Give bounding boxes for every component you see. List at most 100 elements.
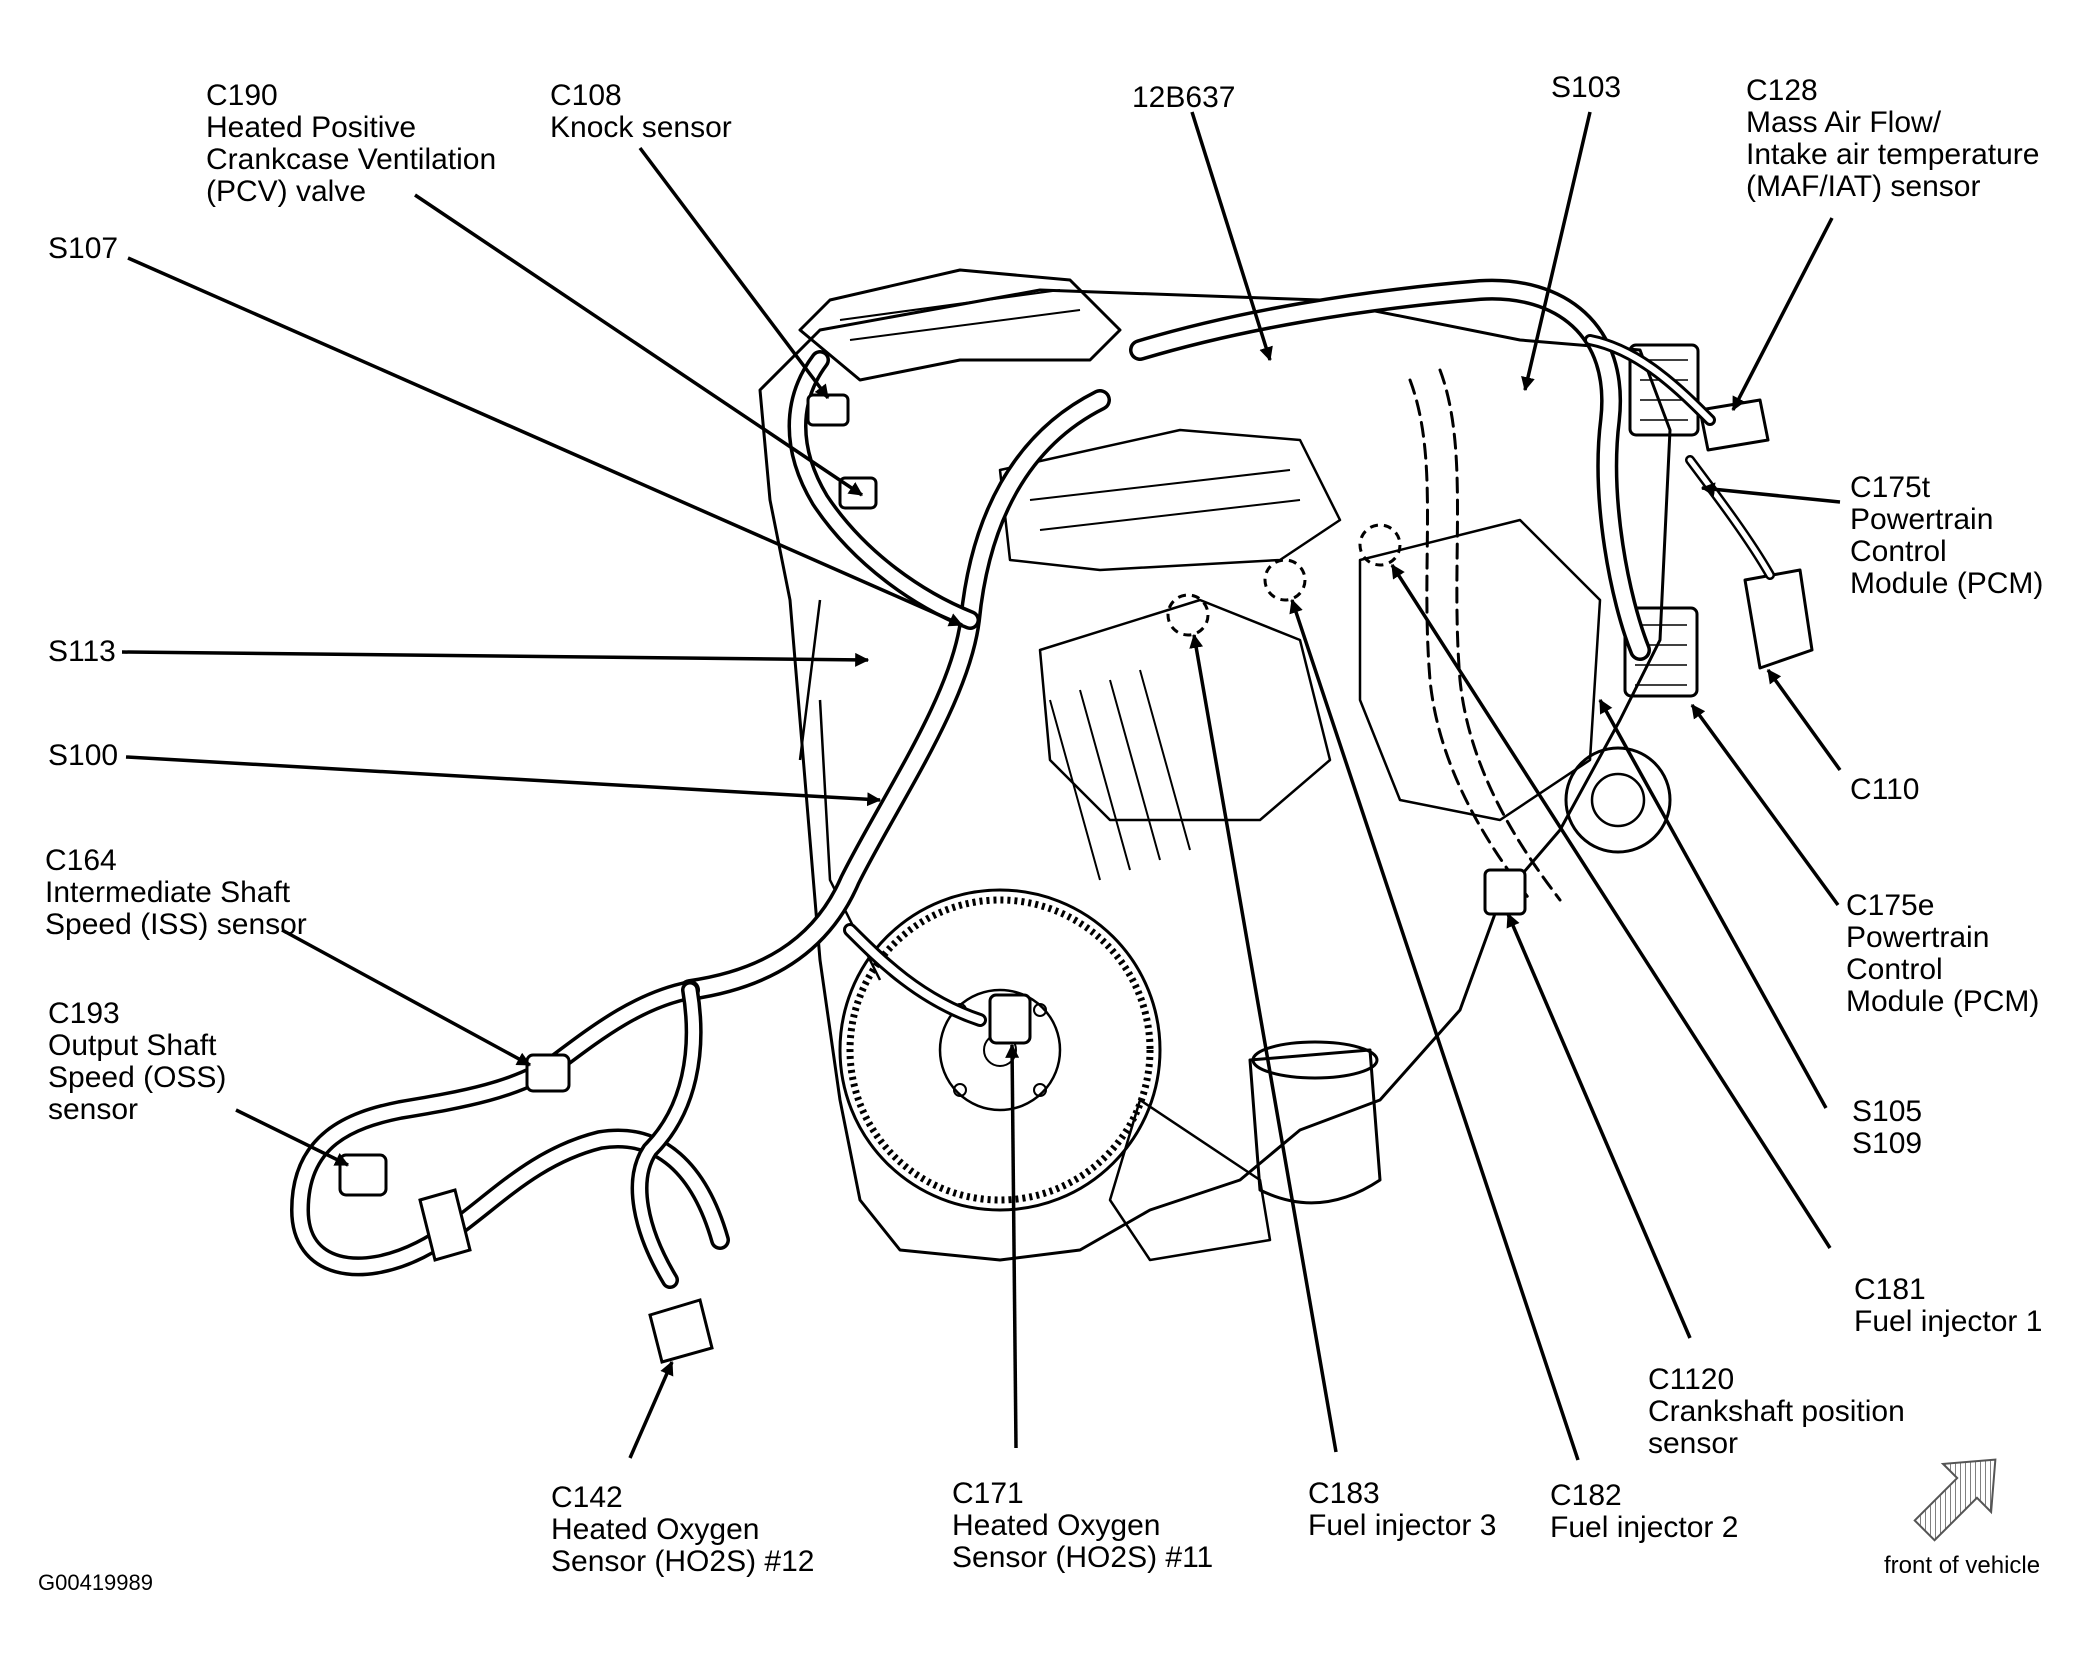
callout-line: Mass Air Flow/: [1746, 106, 1942, 139]
round-connector: [418, 1188, 472, 1262]
connector-c108: [806, 393, 850, 427]
callout-line: Intake air temperature: [1746, 138, 2040, 171]
engine-block-outline: [758, 288, 1672, 1262]
callout-line: Sensor (HO2S) #12: [551, 1545, 815, 1578]
leader-c193: [235, 1108, 350, 1167]
callout-line: Module (PCM): [1846, 985, 2040, 1018]
crank-pulley: [1564, 746, 1672, 854]
callout-line: Control: [1846, 953, 1943, 986]
leader-s100: [125, 755, 882, 807]
callout-line: C164: [45, 844, 117, 877]
pcm-connector-c175t: [1628, 343, 1700, 437]
front-of-vehicle-arrow: [1913, 1458, 1997, 1542]
leader-c108: [638, 146, 830, 400]
label-s100: S100: [48, 740, 118, 772]
callout-line: sensor: [1648, 1427, 1739, 1460]
connector-c1120: [1483, 868, 1527, 916]
callout-line: Speed (ISS) sensor: [45, 908, 307, 941]
callout-line: C183: [1308, 1477, 1380, 1510]
leader-c190: [414, 193, 863, 497]
connector-c164: [525, 1053, 571, 1093]
callout-line: C1120: [1648, 1363, 1735, 1396]
leader-c181: [1390, 564, 1832, 1249]
label-s113: S113: [48, 636, 116, 668]
callout-line: S105: [1852, 1095, 1923, 1128]
leader-c175t: [1700, 482, 1841, 504]
callout-line: (MAF/IAT) sensor: [1746, 170, 1981, 203]
engine-illustration: [758, 268, 1814, 1262]
front-of-vehicle-label: front of vehicle: [1884, 1552, 2041, 1579]
callout-line: Control: [1850, 535, 1947, 568]
valve-cover: [998, 428, 1342, 572]
callout-line: C171: [952, 1477, 1024, 1510]
pcm-connector-c175e: [1623, 606, 1699, 698]
intake-manifold: [798, 268, 1122, 382]
connectors: [338, 393, 1527, 1364]
callout-line: C181: [1854, 1273, 1926, 1306]
callout-line: C193: [48, 997, 120, 1030]
callout-line: Powertrain: [1846, 921, 1990, 954]
leader-s113: [121, 650, 870, 667]
callout-line: Crankcase Ventilation: [206, 143, 497, 176]
leader-s105: [1598, 698, 1828, 1109]
figure-id: G00419989: [38, 1570, 153, 1595]
connector-c142: [648, 1298, 714, 1364]
connector-c193: [338, 1153, 388, 1197]
callout-line: Crankshaft position: [1648, 1395, 1905, 1428]
fuel-injector-2-marker: [1263, 558, 1307, 602]
leader-c171: [1005, 1043, 1020, 1449]
leader-s107: [127, 256, 964, 627]
leader-c128: [1731, 217, 1834, 412]
callout-line: Fuel injector 3: [1308, 1509, 1497, 1542]
callout-line: C108: [550, 79, 622, 112]
label-12b637: 12B637: [1132, 82, 1235, 114]
callout-line: sensor: [48, 1093, 139, 1126]
leader-s103: [1521, 111, 1592, 392]
callout-line: Intermediate Shaft: [45, 876, 291, 909]
callout-line: (PCV) valve: [206, 175, 367, 208]
callout-line: Fuel injector 1: [1854, 1305, 2043, 1338]
leader-c175e: [1690, 703, 1840, 907]
callout-line: S113: [48, 635, 116, 668]
leader-c142: [628, 1360, 674, 1459]
callout-line: Knock sensor: [550, 111, 732, 144]
callout-line: Sensor (HO2S) #11: [952, 1541, 1214, 1574]
callout-line: C190: [206, 79, 278, 112]
connector-c110: [1743, 568, 1814, 670]
fuel-injectors: [1166, 523, 1402, 637]
callout-line: C110: [1850, 773, 1920, 806]
leader-c182: [1289, 598, 1580, 1461]
fuel-injector-3-marker: [1166, 593, 1210, 637]
callout-line: Heated Oxygen: [952, 1509, 1161, 1542]
callout-line: C128: [1746, 74, 1818, 107]
callout-line: Output Shaft: [48, 1029, 217, 1062]
oil-filter: [1248, 1048, 1382, 1205]
label-c110: C110: [1850, 774, 1920, 806]
callout-line: Speed (OSS): [48, 1061, 227, 1094]
callout-line: Module (PCM): [1850, 567, 2044, 600]
wiring-harness: [290, 278, 1775, 1289]
leader-c183: [1189, 633, 1338, 1453]
leader-12b637: [1190, 111, 1273, 362]
callout-line: 12B637: [1132, 81, 1236, 114]
callout-line: S103: [1551, 71, 1622, 104]
callout-line: Fuel injector 2: [1550, 1511, 1739, 1544]
callout-line: S100: [48, 739, 119, 772]
callout-line: Powertrain: [1850, 503, 1994, 536]
connector-c171: [988, 993, 1032, 1045]
callout-line: C182: [1550, 1479, 1622, 1512]
callout-line: C175t: [1850, 471, 1931, 504]
callout-line: C175e: [1846, 889, 1935, 922]
callout-line: S109: [1852, 1127, 1923, 1160]
callout-line: S107: [48, 232, 119, 265]
label-s107: S107: [48, 233, 118, 265]
